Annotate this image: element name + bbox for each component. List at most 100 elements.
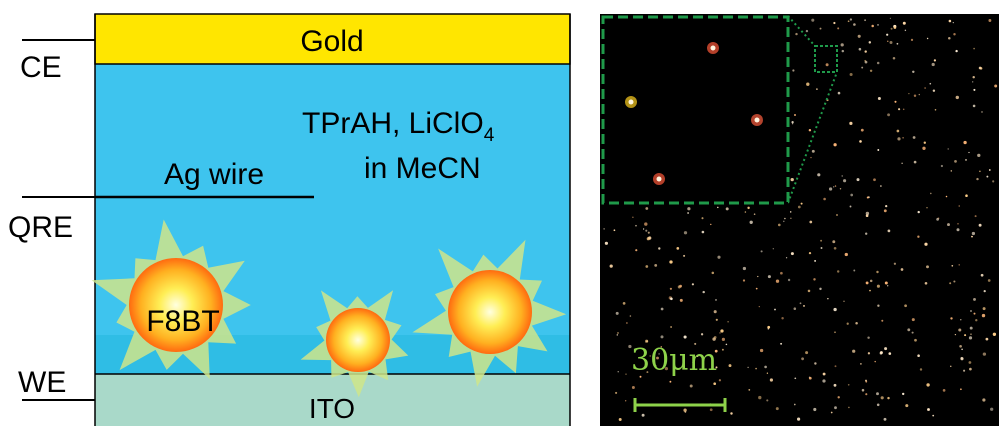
emission-spot xyxy=(849,18,853,21)
emission-spot xyxy=(968,361,972,364)
emission-spot xyxy=(861,66,864,69)
emission-spot xyxy=(968,336,973,340)
emission-spot xyxy=(792,69,795,72)
emission-spot xyxy=(814,362,817,365)
emission-spot xyxy=(880,396,884,400)
emission-spot xyxy=(901,162,903,164)
emission-spot xyxy=(907,328,911,332)
emission-spot xyxy=(787,278,791,282)
emission-spot xyxy=(859,140,862,143)
emission-spot xyxy=(973,312,976,315)
emission-spot xyxy=(654,264,658,267)
particle-small xyxy=(300,290,409,398)
emission-spot xyxy=(969,367,972,371)
emission-spot xyxy=(847,20,850,23)
emission-spot xyxy=(911,318,915,322)
emission-spot xyxy=(803,304,805,307)
emission-spot xyxy=(910,38,914,42)
emission-spot xyxy=(919,368,923,371)
emission-spot xyxy=(747,206,750,210)
emission-spot xyxy=(713,336,717,339)
emission-spot xyxy=(840,43,844,47)
emission-spot xyxy=(912,70,915,74)
emission-spot xyxy=(797,205,801,209)
emission-spot xyxy=(960,319,962,321)
emission-spot xyxy=(676,247,680,250)
emission-spot xyxy=(976,177,979,181)
emission-spot xyxy=(904,304,907,308)
emission-spot xyxy=(780,342,783,345)
emission-spot xyxy=(715,298,717,301)
emission-spot xyxy=(902,137,904,139)
emission-spot xyxy=(849,72,853,77)
emission-spot xyxy=(836,214,838,216)
emission-spot xyxy=(784,217,786,220)
emission-spot xyxy=(689,384,693,388)
f8bt-label: F8BT xyxy=(146,305,219,338)
emission-spot xyxy=(781,316,784,320)
emission-spot xyxy=(896,129,900,133)
emission-spot xyxy=(917,210,920,214)
emission-spot xyxy=(755,287,758,290)
emission-spot xyxy=(958,264,960,266)
emission-spot xyxy=(985,337,989,341)
emission-spot xyxy=(728,364,732,368)
emission-spot xyxy=(978,223,982,227)
emission-spot xyxy=(727,320,729,323)
emission-spot xyxy=(669,260,673,264)
emission-spot xyxy=(793,307,797,310)
electrolyte-label-line2: in MeCN xyxy=(364,152,481,185)
emission-spot xyxy=(645,207,649,210)
emission-spot xyxy=(625,373,627,375)
emission-spot xyxy=(819,27,822,30)
emission-spot xyxy=(844,252,848,257)
emission-spot xyxy=(947,223,950,227)
emission-spot xyxy=(719,332,721,334)
emission-spot xyxy=(918,93,920,96)
emission-spot xyxy=(953,280,956,283)
emission-spot xyxy=(876,270,879,274)
emission-spot xyxy=(780,271,783,275)
emission-spot xyxy=(979,170,981,173)
emission-spot xyxy=(649,355,651,357)
emission-spot xyxy=(888,352,892,355)
emission-spot xyxy=(964,334,967,337)
emission-spot xyxy=(715,318,718,321)
emission-spot xyxy=(954,333,957,336)
emission-spot xyxy=(801,357,804,361)
emission-spot xyxy=(618,418,622,421)
emission-spot xyxy=(805,351,809,355)
emission-spot xyxy=(864,59,867,62)
emission-spot xyxy=(924,87,926,89)
emission-spot xyxy=(833,21,836,25)
we-label: WE xyxy=(18,366,66,399)
emission-spot xyxy=(887,285,889,287)
emission-spot xyxy=(710,223,712,226)
emission-spot xyxy=(876,392,879,396)
emission-spot xyxy=(644,339,649,343)
emission-spot xyxy=(877,24,879,26)
emission-spot xyxy=(753,213,756,216)
emission-spot xyxy=(957,222,959,225)
emission-spot xyxy=(988,19,992,22)
emission-spot xyxy=(931,62,935,67)
emission-spot xyxy=(977,153,981,158)
emission-spot xyxy=(940,164,944,168)
emission-spot xyxy=(876,61,880,65)
emission-spot xyxy=(767,325,771,329)
inset-source-box xyxy=(814,45,838,73)
emission-spot xyxy=(742,279,746,282)
emission-spot xyxy=(713,310,717,314)
emission-spot xyxy=(654,364,657,368)
emission-spot xyxy=(701,230,705,234)
emission-spot xyxy=(670,326,673,328)
emission-spot xyxy=(817,173,821,177)
emission-spot xyxy=(960,388,962,391)
electrolyte-formula: TPrAH, LiClO xyxy=(302,107,484,140)
emission-spot xyxy=(836,270,840,273)
emission-spot xyxy=(932,89,936,92)
emission-spot xyxy=(883,209,887,213)
emission-spot xyxy=(660,307,664,311)
emission-spot xyxy=(877,96,881,101)
